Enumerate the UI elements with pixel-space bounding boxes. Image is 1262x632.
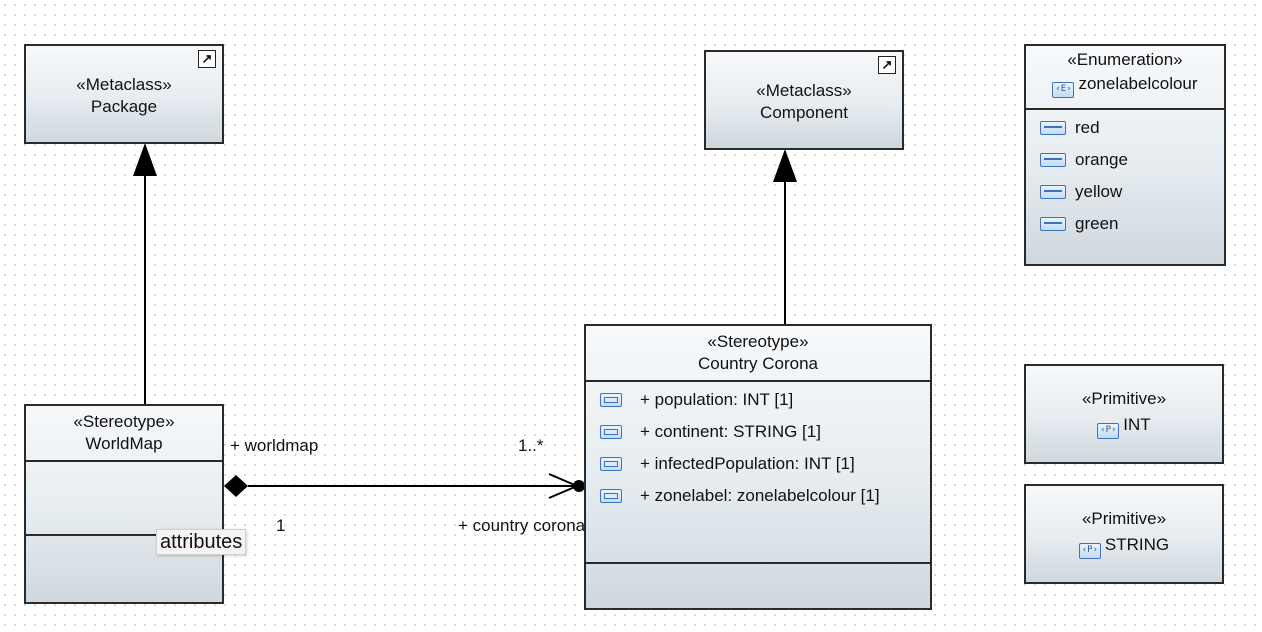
- literal-label: red: [1075, 118, 1100, 137]
- enum-literal-icon: [1040, 217, 1066, 231]
- country-attributes-compartment: + population: INT [1] + continent: STRIN…: [586, 380, 930, 562]
- attribute-label: + infectedPopulation: INT [1]: [640, 454, 855, 473]
- ownership-dot: [573, 480, 585, 492]
- worldmap-stereotype: «Stereotype»: [73, 412, 175, 431]
- literals-compartment: red orange yellow green: [1026, 108, 1224, 240]
- shortcut-icon: ↗: [878, 56, 896, 74]
- association-source-role[interactable]: + worldmap: [230, 436, 319, 455]
- stereotype-worldmap[interactable]: «Stereotype» WorldMap: [24, 404, 224, 604]
- country-operations-compartment[interactable]: [586, 562, 930, 608]
- attribute-population[interactable]: + population: INT [1]: [586, 384, 930, 416]
- property-icon: [600, 425, 622, 439]
- shortcut-icon: ↗: [198, 50, 216, 68]
- attribute-infected-population[interactable]: + infectedPopulation: INT [1]: [586, 448, 930, 480]
- primitive-int[interactable]: «Primitive» ‹P›INT: [1024, 364, 1224, 464]
- enumeration-name: zonelabelcolour: [1078, 74, 1198, 93]
- enum-literal-icon: [1040, 153, 1066, 167]
- primitive-string-stereotype: «Primitive»: [1081, 509, 1167, 528]
- worldmap-attributes-compartment[interactable]: [26, 460, 222, 534]
- primitive-icon: ‹P›: [1097, 423, 1120, 439]
- component-name: Component: [760, 103, 848, 122]
- enumeration-icon: ‹E›: [1052, 82, 1075, 98]
- attribute-label: + population: INT [1]: [640, 390, 794, 409]
- extension-arrowhead-package: [133, 143, 157, 176]
- literal-red[interactable]: red: [1026, 112, 1224, 144]
- enumeration-zonelabelcolour[interactable]: «Enumeration» ‹E›zonelabelcolour red ora…: [1024, 44, 1226, 266]
- enum-literal-icon: [1040, 121, 1066, 135]
- literal-label: green: [1075, 214, 1119, 233]
- worldmap-name: WorldMap: [85, 434, 163, 453]
- country-stereotype: «Stereotype»: [707, 332, 809, 351]
- enumeration-stereotype: «Enumeration»: [1067, 50, 1183, 69]
- extension-arrowhead-component: [773, 149, 797, 182]
- enum-literal-icon: [1040, 185, 1066, 199]
- stereotype-country-corona[interactable]: «Stereotype» Country Corona + population…: [584, 324, 932, 610]
- literal-label: orange: [1075, 150, 1128, 169]
- country-name: Country Corona: [697, 354, 818, 373]
- association-source-multiplicity[interactable]: 1: [276, 516, 286, 535]
- component-stereotype: «Metaclass»: [756, 81, 852, 100]
- literal-orange[interactable]: orange: [1026, 144, 1224, 176]
- metaclass-component[interactable]: ↗ «Metaclass» Component: [704, 50, 904, 150]
- primitive-int-name: INT: [1123, 415, 1151, 434]
- literal-yellow[interactable]: yellow: [1026, 176, 1224, 208]
- attribute-zonelabel[interactable]: + zonelabel: zonelabelcolour [1]: [586, 480, 930, 512]
- property-icon: [600, 489, 622, 503]
- attribute-label: + continent: STRING [1]: [640, 422, 821, 441]
- attribute-continent[interactable]: + continent: STRING [1]: [586, 416, 930, 448]
- hover-tooltip: attributes: [156, 529, 247, 555]
- association-target-role[interactable]: + country corona: [458, 516, 586, 535]
- package-stereotype: «Metaclass»: [76, 75, 172, 94]
- primitive-string[interactable]: «Primitive» ‹P›STRING: [1024, 484, 1224, 584]
- primitive-string-name: STRING: [1104, 535, 1170, 554]
- metaclass-package[interactable]: ↗ «Metaclass» Package: [24, 44, 224, 144]
- primitive-icon: ‹P›: [1078, 543, 1101, 559]
- literal-label: yellow: [1075, 182, 1123, 201]
- property-icon: [600, 457, 622, 471]
- primitive-int-stereotype: «Primitive»: [1081, 389, 1167, 408]
- property-icon: [600, 393, 622, 407]
- attribute-label: + zonelabel: zonelabelcolour [1]: [640, 486, 880, 505]
- worldmap-operations-compartment[interactable]: [26, 534, 222, 602]
- literal-green[interactable]: green: [1026, 208, 1224, 240]
- composition-diamond: [224, 475, 248, 497]
- association-target-multiplicity[interactable]: 1..*: [518, 436, 544, 455]
- package-name: Package: [90, 97, 158, 116]
